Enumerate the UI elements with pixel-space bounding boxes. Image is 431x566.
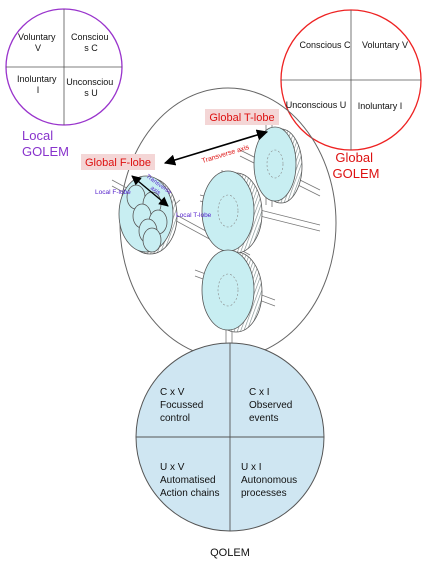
global-quadrant-tr: Voluntary V (362, 40, 408, 50)
global-quadrant-br: Inoluntary I (358, 101, 403, 111)
local-quadrant-tr: Consciou s C (71, 32, 111, 53)
global-golem: Conscious C Voluntary V Unconscious U In… (280, 9, 422, 181)
global-quadrant-tl: Conscious C (299, 40, 351, 50)
global-golem-title: Global GOLEM (333, 150, 380, 181)
global-quadrant-bl: Unconscious U (286, 100, 347, 110)
local-f-lobe-label: Local F-lobe (95, 189, 131, 196)
global-f-lobe-label: Global F-lobe (85, 157, 151, 169)
local-golem: Voluntary V Consciou s C Inoluntary I Un… (5, 8, 123, 159)
qolem-quadrant-tl: C x V Focussed control (160, 387, 206, 424)
brain-model: Transverse axis Transverse axis Global T… (81, 87, 337, 359)
global-transverse-axis-label: Transverse axis (201, 144, 251, 165)
qolem: C x V Focussed control C x I Observed ev… (135, 342, 325, 559)
global-t-lobe-label-box (205, 109, 279, 125)
local-quadrant-tl: Voluntary V (18, 32, 58, 53)
global-f-lobe-label-box (81, 154, 155, 170)
local-quadrant-br: Unconsciou s U (66, 77, 116, 98)
qolem-quadrant-bl: U x V Automatised Action chains (160, 462, 219, 499)
global-transverse-axis-arrow (163, 129, 269, 166)
qolem-title: QOLEM (210, 547, 250, 559)
lower-lobe-disc (201, 249, 263, 333)
local-transverse-axis-arrow (131, 175, 169, 207)
local-quadrant-bl: Inoluntary I (17, 74, 59, 95)
global-t-lobe-label: Global T-lobe (209, 112, 274, 124)
central-lobe-disc (201, 170, 263, 254)
qolem-quadrant-tr: C x I Observed events (249, 387, 295, 424)
local-t-lobe-label: Local T-lobe (176, 212, 212, 219)
local-golem-title: Local GOLEM (22, 128, 69, 159)
global-t-lobe-disc (253, 126, 303, 204)
qolem-quadrant-br: U x I Autonomous processes (241, 462, 300, 499)
